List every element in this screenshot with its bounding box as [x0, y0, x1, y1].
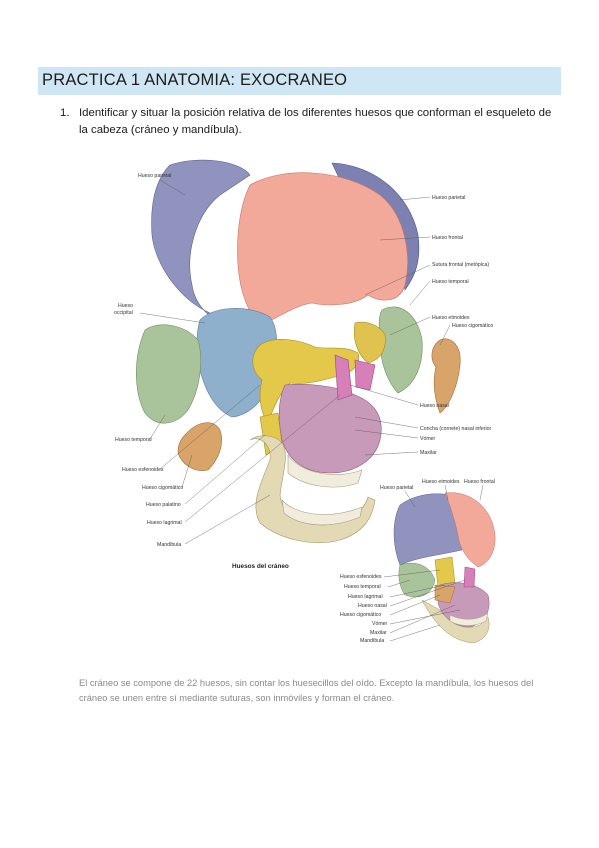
- label-mandible: Mandíbula: [157, 542, 181, 548]
- label-sphenoid: Hueso esfenoides: [122, 467, 164, 473]
- label-vomer: Vómer: [420, 436, 436, 442]
- label-maxilla: Maxilar: [420, 450, 437, 456]
- bone-frontal: [237, 172, 408, 326]
- bone-ethmoid: [353, 321, 386, 364]
- label-temporal-right: Hueso temporal: [432, 279, 469, 285]
- bone-maxilla: [279, 384, 382, 474]
- label-parietal-right: Hueso parietal: [432, 195, 465, 201]
- small-nasal: [463, 566, 476, 588]
- label-zygomatic-right: Hueso cigomático: [452, 323, 493, 329]
- small-teeth: [449, 612, 489, 626]
- bone-temporal-left: [136, 324, 202, 424]
- page-title: PRACTICA 1 ANATOMIA: EXOCRANEO: [42, 71, 348, 89]
- small-frontal: [444, 492, 496, 568]
- label-metopic-suture: Sutura frontal (metópica): [432, 262, 489, 268]
- label-occipital-line1: Hueso: [118, 303, 133, 309]
- bone-parietal-left: [151, 159, 251, 326]
- label-lacrimal: Hueso lagrimal: [147, 520, 182, 526]
- bone-temporal-right: [378, 306, 423, 394]
- bone-zygomatic-left: [177, 422, 222, 471]
- small-parietal: [393, 493, 471, 566]
- small-label-mandible: Mandíbula: [360, 638, 384, 644]
- small-mandible: [421, 599, 490, 644]
- small-label-nasal: Hueso nasal: [358, 603, 387, 609]
- small-label-vomer: Vómer: [372, 621, 388, 627]
- small-label-ethmoid: Hueso etmoides: [422, 479, 460, 485]
- label-zygomatic-left: Hueso cigomático: [142, 485, 183, 491]
- label-ethmoid: Hueso etmoides: [432, 315, 470, 321]
- label-inferior-concha: Concha (cornete) nasal inferior: [420, 426, 491, 432]
- figure-title: Huesos del cráneo: [232, 563, 289, 570]
- section-header: PRACTICA 1 ANATOMIA: EXOCRANEO: [38, 67, 561, 95]
- bone-nasal: [334, 354, 353, 401]
- caption-text: El cráneo se compone de 22 huesos, sin c…: [79, 678, 534, 703]
- bone-zygomatic-right: [431, 338, 461, 414]
- small-label-sphenoid: Hueso esfenoides: [340, 574, 382, 580]
- skull-illustration: Hueso parietal Hueso parietal Hueso fron…: [114, 159, 496, 644]
- bone-mandible: [249, 435, 376, 543]
- small-skull: [393, 492, 496, 644]
- small-label-maxilla: Maxilar: [370, 630, 387, 636]
- label-temporal-left: Hueso temporal: [115, 437, 152, 443]
- small-label-frontal: Hueso frontal: [464, 479, 495, 485]
- label-frontal: Hueso frontal: [432, 235, 463, 241]
- small-label-zygomatic: Hueso cigomático: [340, 612, 381, 618]
- small-leader-lines: [383, 484, 484, 642]
- teeth-upper: [287, 454, 363, 488]
- exploded-skull: [136, 159, 461, 543]
- small-zygomatic: [434, 584, 456, 604]
- small-label-parietal: Hueso parietal: [380, 485, 413, 491]
- small-label-lacrimal: Hueso lagrimal: [348, 594, 383, 600]
- label-palatine: Hueso palatino: [146, 502, 181, 508]
- list-item-text: Identificar y situar la posición relativ…: [79, 107, 552, 136]
- small-label-temporal: Hueso temporal: [344, 584, 381, 590]
- label-occipital-line2: occipital: [114, 310, 133, 316]
- bone-lacrimal: [354, 359, 376, 391]
- list-item-number: 1.: [60, 107, 70, 119]
- teeth-lower: [281, 499, 363, 526]
- small-temporal: [398, 562, 436, 598]
- label-nasal: Hueso nasal: [420, 403, 449, 409]
- label-parietal-left: Hueso parietal: [138, 173, 171, 179]
- leader-lines: [139, 179, 451, 545]
- bone-sphenoid: [252, 339, 360, 426]
